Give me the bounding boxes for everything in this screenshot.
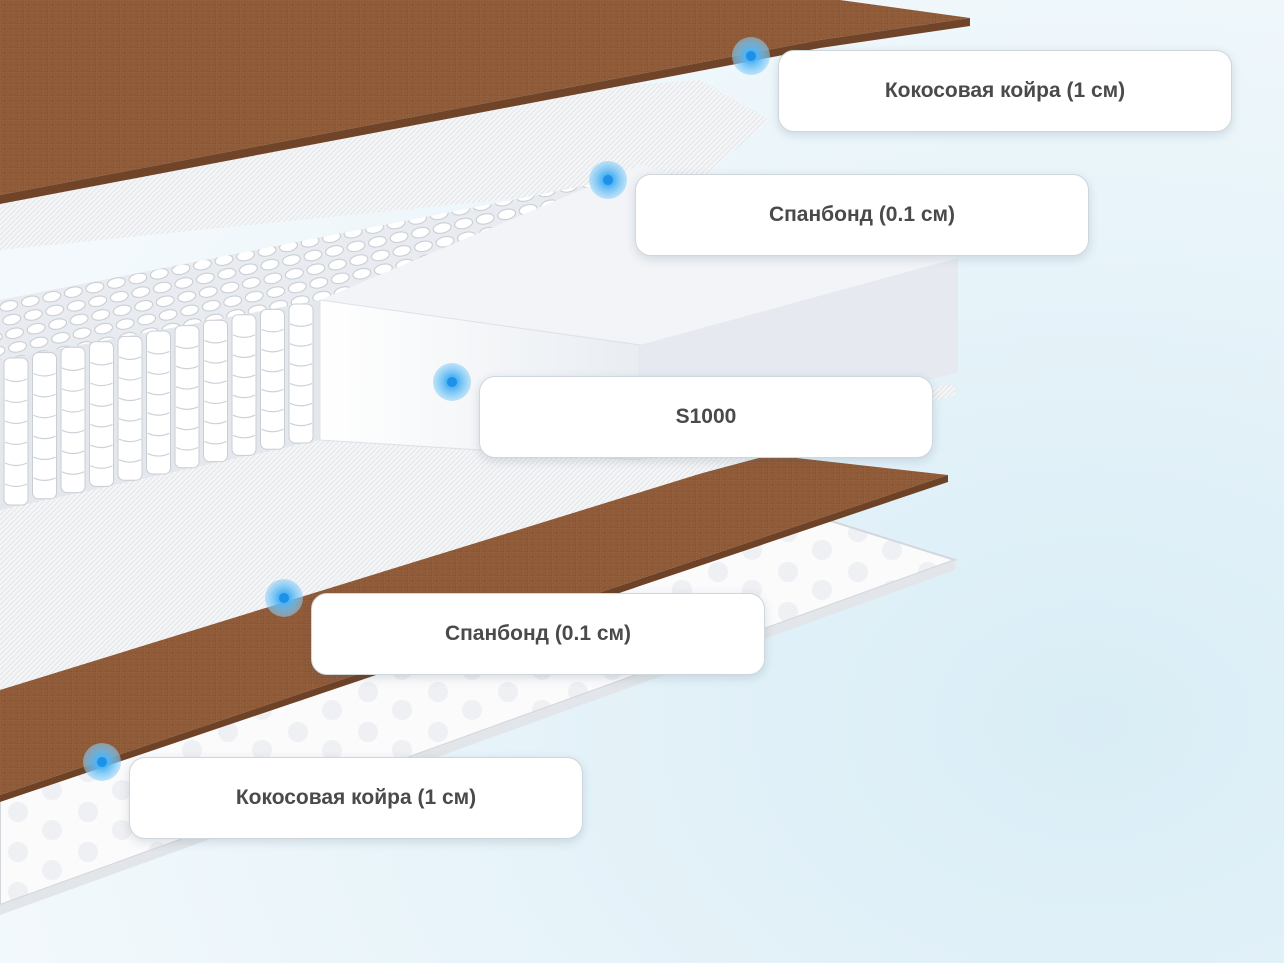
foam-block-top <box>320 165 958 345</box>
dot-marker-icon <box>732 37 770 75</box>
spring-coil-icon <box>231 314 257 456</box>
layer-label-bottom-coir: Кокосовая койра (1 см) <box>129 757 583 839</box>
spring-coil-icon <box>117 335 143 481</box>
layer-label-top-spunbond: Спанбонд (0.1 см) <box>635 174 1089 256</box>
dot-marker-icon <box>589 161 627 199</box>
top-coir-layer <box>0 0 970 195</box>
dot-marker-icon <box>433 363 471 401</box>
spring-block-front <box>0 300 320 510</box>
dot-marker-icon <box>265 579 303 617</box>
spring-coil-icon <box>89 341 114 487</box>
layer-label-top-coir: Кокосовая койра (1 см) <box>778 50 1232 132</box>
lower-spunbond-layer <box>0 385 955 690</box>
spring-coil-icon <box>174 325 200 469</box>
spring-coil-icon <box>146 330 171 475</box>
spring-coil-icon <box>203 319 228 463</box>
spring-coil-icon <box>60 346 86 494</box>
spring-coil-icon <box>288 303 314 444</box>
spring-coil-icon <box>260 308 285 450</box>
layer-label-bottom-spunbond: Спанбонд (0.1 см) <box>311 593 765 675</box>
layer-label-spring-block: S1000 <box>479 376 933 458</box>
spring-coil-icon <box>3 357 29 506</box>
spring-coil-icon <box>32 352 57 500</box>
dot-marker-icon <box>83 743 121 781</box>
